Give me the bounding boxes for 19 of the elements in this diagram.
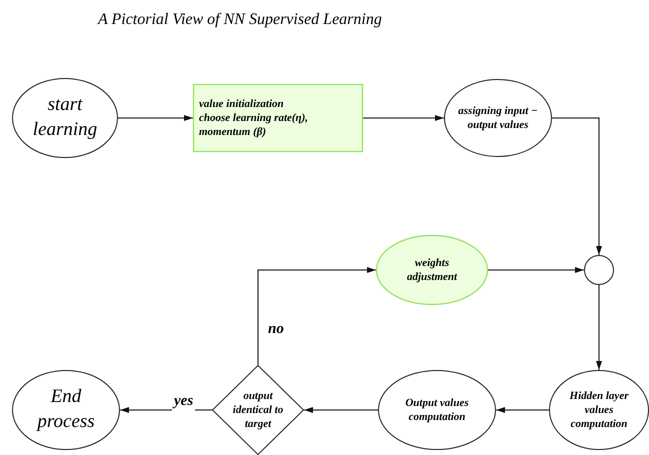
node-text: choose learning rate(η), momentum (β) <box>199 110 310 140</box>
arrow <box>596 284 602 370</box>
node-text: assigning input − output values <box>457 104 539 132</box>
node-text: weights adjustment <box>406 256 458 284</box>
arrow <box>304 407 378 413</box>
node-text: Hidden layer values computation <box>568 388 630 432</box>
node-text: End process <box>35 385 96 434</box>
arrow <box>362 115 444 121</box>
arrow <box>552 118 602 256</box>
arrow <box>488 267 584 273</box>
arrow <box>120 407 212 413</box>
arrow <box>258 267 376 366</box>
arrow <box>496 407 550 413</box>
arrow <box>118 115 194 121</box>
diagram-title: A Pictorial View of NN Supervised Learning <box>98 10 382 30</box>
node-text: Output values computation <box>404 396 470 424</box>
node-text: value initialization <box>199 96 284 111</box>
node-text: output identical to target <box>232 388 284 432</box>
node-text: start learning <box>32 93 98 142</box>
